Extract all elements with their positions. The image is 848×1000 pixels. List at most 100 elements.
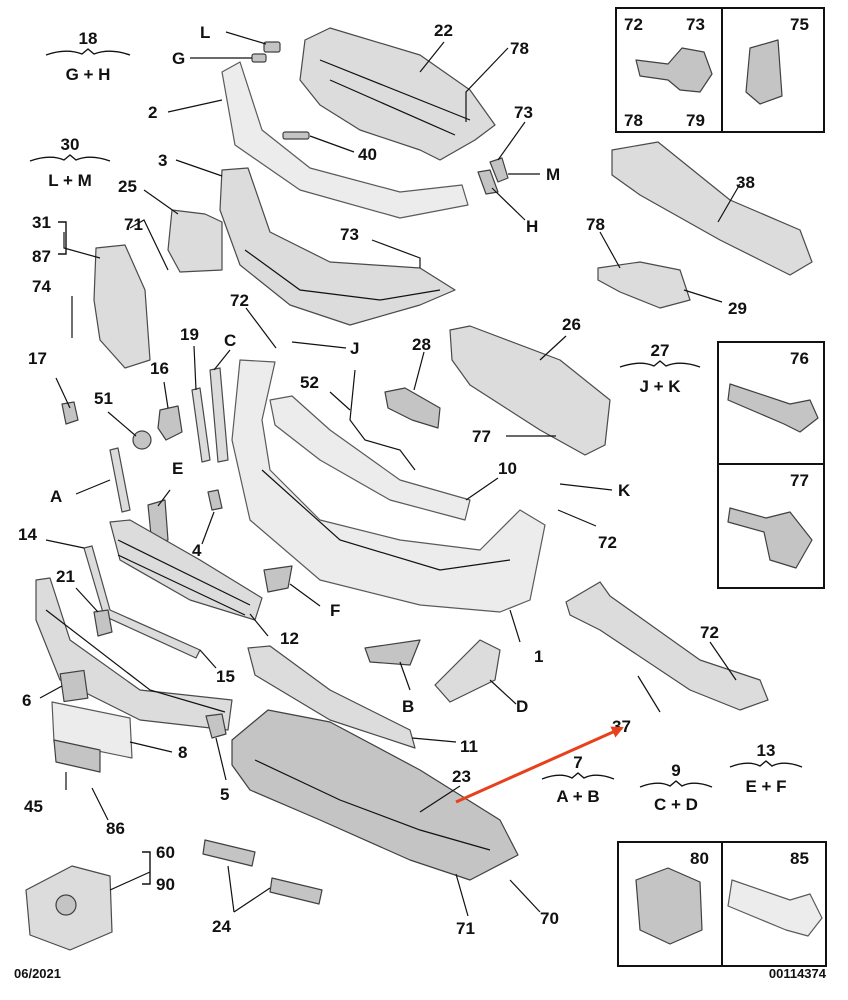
part-28-shape <box>384 387 441 429</box>
label-F: F <box>330 601 340 620</box>
part-22-detail <box>319 59 471 136</box>
group-7: 7 A + B <box>541 753 615 806</box>
label-22: 22 <box>434 21 453 40</box>
svg-text:76: 76 <box>790 349 809 368</box>
group-9: 9 C + D <box>639 761 713 814</box>
label-78-mid: 78 <box>586 215 605 234</box>
label-D: D <box>516 697 528 716</box>
label-1: 1 <box>534 647 543 666</box>
label-5: 5 <box>220 785 229 804</box>
part-C-shape <box>209 367 229 463</box>
bracket-H-shape <box>477 169 499 195</box>
svg-text:30: 30 <box>61 135 80 154</box>
part-A-shape <box>109 447 131 513</box>
inset-box-72-73-78-79: 72 73 78 79 <box>615 7 723 133</box>
part-17-shape <box>61 401 79 425</box>
inset-box-75: 75 <box>721 7 825 133</box>
label-10: 10 <box>498 459 517 478</box>
label-38: 38 <box>736 173 755 192</box>
svg-text:73: 73 <box>686 15 705 34</box>
label-73-mid: 73 <box>340 225 359 244</box>
label-17: 17 <box>28 349 47 368</box>
svg-text:85: 85 <box>790 849 809 868</box>
part-40-shape <box>282 131 310 140</box>
label-16: 16 <box>150 359 169 378</box>
red-pointer-arrow <box>455 726 624 804</box>
svg-text:A + B: A + B <box>556 787 599 806</box>
label-72-right: 72 <box>598 533 617 552</box>
part-labels: 1 2 3 4 5 6 8 10 11 12 14 15 16 17 19 21… <box>18 21 755 938</box>
label-37: 37 <box>612 717 631 736</box>
part-60-kit-detail <box>55 894 77 916</box>
part-52-shape <box>349 369 416 471</box>
part-26-shape <box>449 325 611 456</box>
group-30: 30 L + M <box>29 135 111 190</box>
label-74: 74 <box>32 277 51 296</box>
label-K: K <box>618 481 631 500</box>
label-12: 12 <box>280 629 299 648</box>
label-A: A <box>50 487 62 506</box>
label-14: 14 <box>18 525 37 544</box>
label-26: 26 <box>562 315 581 334</box>
svg-text:80: 80 <box>690 849 709 868</box>
svg-text:72: 72 <box>624 15 643 34</box>
label-H: H <box>526 217 538 236</box>
part-21-shape <box>93 609 113 637</box>
label-8: 8 <box>178 743 187 762</box>
footer-reference: 00114374 <box>769 966 827 981</box>
label-72-mid: 72 <box>230 291 249 310</box>
label-4: 4 <box>192 541 202 560</box>
label-G: G <box>172 49 185 68</box>
svg-text:C + D: C + D <box>654 795 698 814</box>
part-1-shape <box>231 359 546 613</box>
label-E: E <box>172 459 183 478</box>
label-52: 52 <box>300 373 319 392</box>
svg-text:9: 9 <box>671 761 680 780</box>
svg-text:7: 7 <box>573 753 582 772</box>
part-3-detail <box>244 249 441 301</box>
label-72-lower: 72 <box>700 623 719 642</box>
inset-box-76: 76 <box>717 341 825 465</box>
svg-text:G + H: G + H <box>66 65 111 84</box>
svg-text:13: 13 <box>757 741 776 760</box>
part-6-shape <box>59 669 89 703</box>
part-31-shape <box>93 244 151 369</box>
label-2: 2 <box>148 103 157 122</box>
part-10-shape <box>269 395 471 521</box>
label-77: 77 <box>472 427 491 446</box>
svg-text:75: 75 <box>790 15 809 34</box>
part-4-shape <box>207 489 223 511</box>
clip-G-shape <box>251 53 267 63</box>
part-51-shape <box>132 430 152 450</box>
part-16-shape <box>157 405 183 441</box>
label-71-lower: 71 <box>456 919 475 938</box>
part-D-shape <box>434 639 501 703</box>
part-12-detail <box>117 539 251 616</box>
label-25: 25 <box>118 177 137 196</box>
label-78-top: 78 <box>510 39 529 58</box>
label-71-upper: 71 <box>124 215 143 234</box>
label-70: 70 <box>540 909 559 928</box>
part-19-shape <box>191 387 211 463</box>
leader-lines <box>39 31 741 917</box>
svg-text:27: 27 <box>651 341 670 360</box>
label-J: J <box>350 339 359 358</box>
svg-text:E + F: E + F <box>745 777 786 796</box>
svg-text:18: 18 <box>79 29 98 48</box>
label-31: 31 <box>32 213 51 232</box>
label-23: 23 <box>452 767 471 786</box>
label-19: 19 <box>180 325 199 344</box>
label-90: 90 <box>156 875 175 894</box>
label-C: C <box>224 331 236 350</box>
label-21: 21 <box>56 567 75 586</box>
part-22-shape <box>299 27 496 161</box>
label-15: 15 <box>216 667 235 686</box>
part-23-detail <box>254 759 491 851</box>
label-40: 40 <box>358 145 377 164</box>
part-45-shape <box>53 739 101 773</box>
svg-text:77: 77 <box>790 471 809 490</box>
part-24b-shape <box>269 877 323 905</box>
part-38-shape <box>611 141 813 276</box>
clip-L-shape <box>263 41 281 53</box>
